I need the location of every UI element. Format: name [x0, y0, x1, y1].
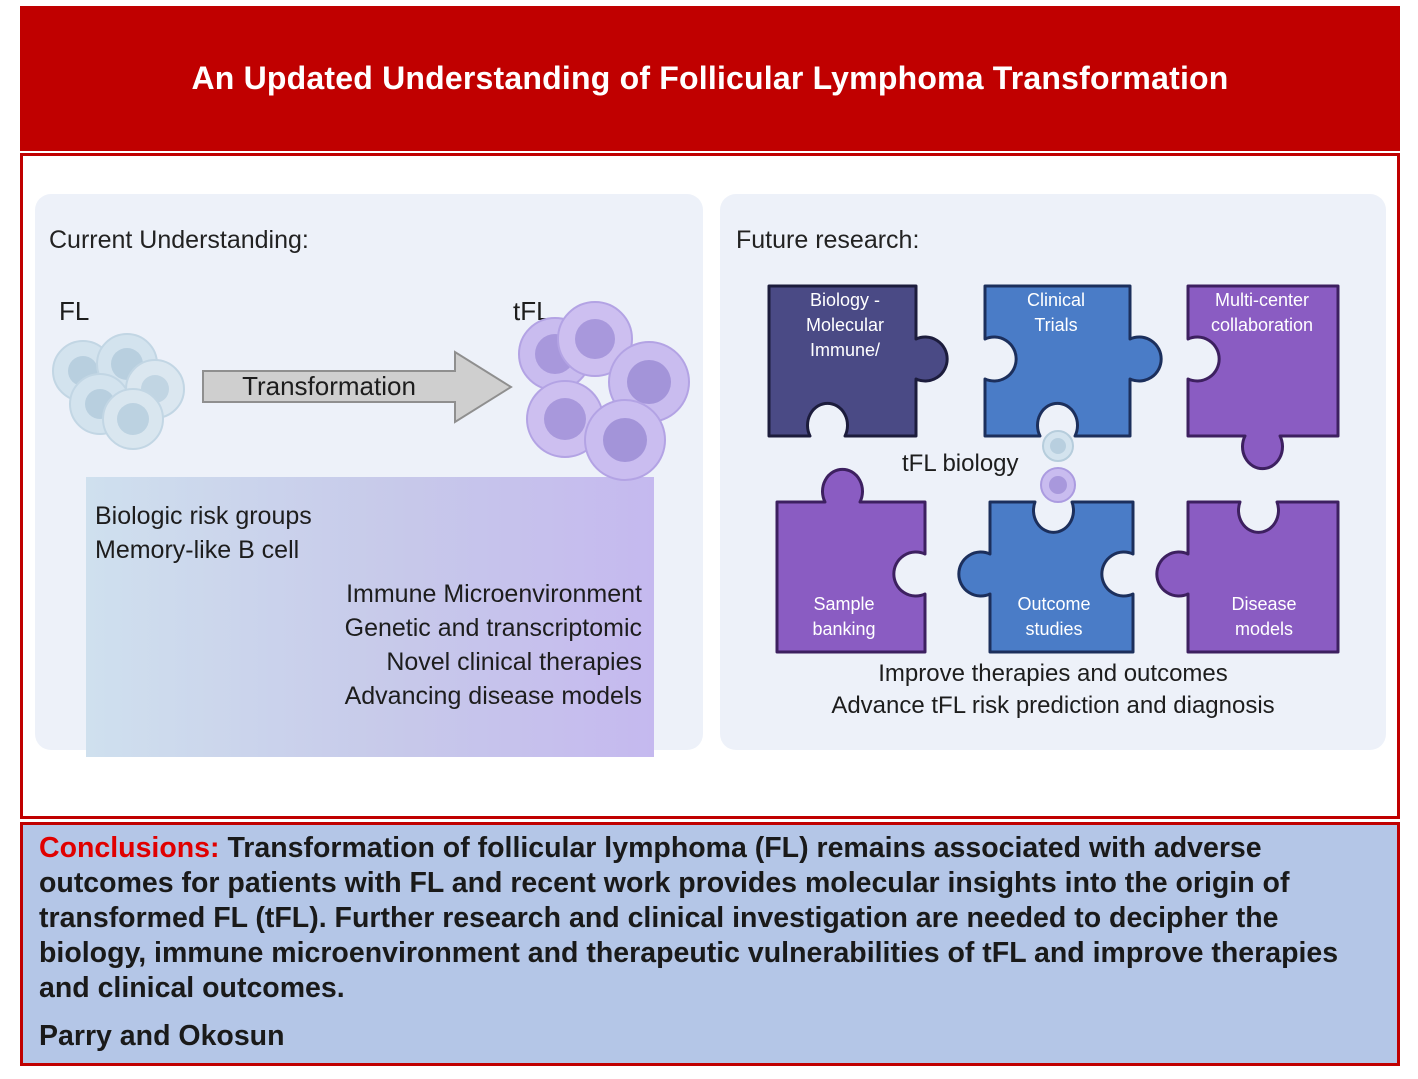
puzzle-piece-clinical-trials: [983, 284, 1163, 438]
puzzle-piece-biology: [767, 284, 949, 438]
advance-prediction-text: Advance tFL risk prediction and diagnosi…: [831, 692, 1275, 719]
outcome-studies-label: Outcome studies: [1017, 594, 1091, 639]
risk-groups-text: Biologic risk groups: [95, 502, 312, 530]
page-title: An Updated Understanding of Follicular L…: [191, 60, 1229, 96]
title-banner: An Updated Understanding of Follicular L…: [20, 6, 1400, 151]
authors: Parry and Okosun: [39, 1020, 285, 1052]
future-research-panel: Future research: tFL biology Biology - M…: [720, 194, 1386, 750]
puzzle-piece-multicenter: [1186, 284, 1340, 471]
tfl-biology-label: tFL biology: [902, 450, 1019, 477]
clinical-trials-label: Clinical Trials: [1026, 290, 1086, 335]
immune-microenvironment-text: Immune Microenvironment: [346, 580, 642, 608]
conclusions-heading: Conclusions:: [39, 832, 220, 864]
current-understanding-title: Current Understanding:: [49, 226, 309, 254]
puzzle-piece-sample-banking: [775, 467, 927, 654]
conclusions-text: Transformation of follicular lymphoma (F…: [39, 832, 1339, 1004]
knowledge-box: Biologic risk groups Memory-like B cell …: [86, 477, 654, 757]
improve-therapies-text: Improve therapies and outcomes: [878, 660, 1228, 687]
tfl-cell-nucleus: [1049, 476, 1067, 494]
conclusions-paragraph: Conclusions: Transformation of follicula…: [39, 831, 1381, 1006]
memory-b-cell-text: Memory-like B cell: [95, 536, 300, 564]
multicenter-label: Multi-center collaboration: [1210, 290, 1314, 335]
transformation-illustration: [52, 301, 690, 481]
transformation-arrow: [202, 350, 513, 424]
disease-models-label: Disease models: [1231, 594, 1297, 639]
transformation-label: Transformation: [242, 371, 416, 401]
puzzle-piece-outcome-studies: [957, 500, 1135, 654]
biology-piece-label: Biology - Molecular Immune/: [805, 290, 885, 360]
conclusions-box: Conclusions: Transformation of follicula…: [20, 822, 1400, 1066]
current-understanding-panel: Current Understanding: FL tFL Biologic r…: [35, 194, 703, 757]
graphical-abstract: Current Understanding: FL tFL Biologic r…: [20, 153, 1400, 819]
fl-cells-icon: [52, 333, 185, 450]
fl-cell-nucleus: [1050, 438, 1066, 454]
tfl-cells-icon: [518, 301, 690, 481]
future-research-title: Future research:: [736, 226, 920, 254]
sample-banking-label: Sample banking: [812, 594, 876, 639]
puzzle-illustration: [767, 284, 1340, 654]
therapies-text: Novel clinical therapies: [386, 648, 642, 676]
genetic-text: Genetic and transcriptomic: [344, 614, 642, 642]
fl-label: FL: [59, 296, 90, 326]
puzzle-piece-disease-models: [1155, 500, 1340, 654]
disease-models-text: Advancing disease models: [344, 682, 642, 710]
